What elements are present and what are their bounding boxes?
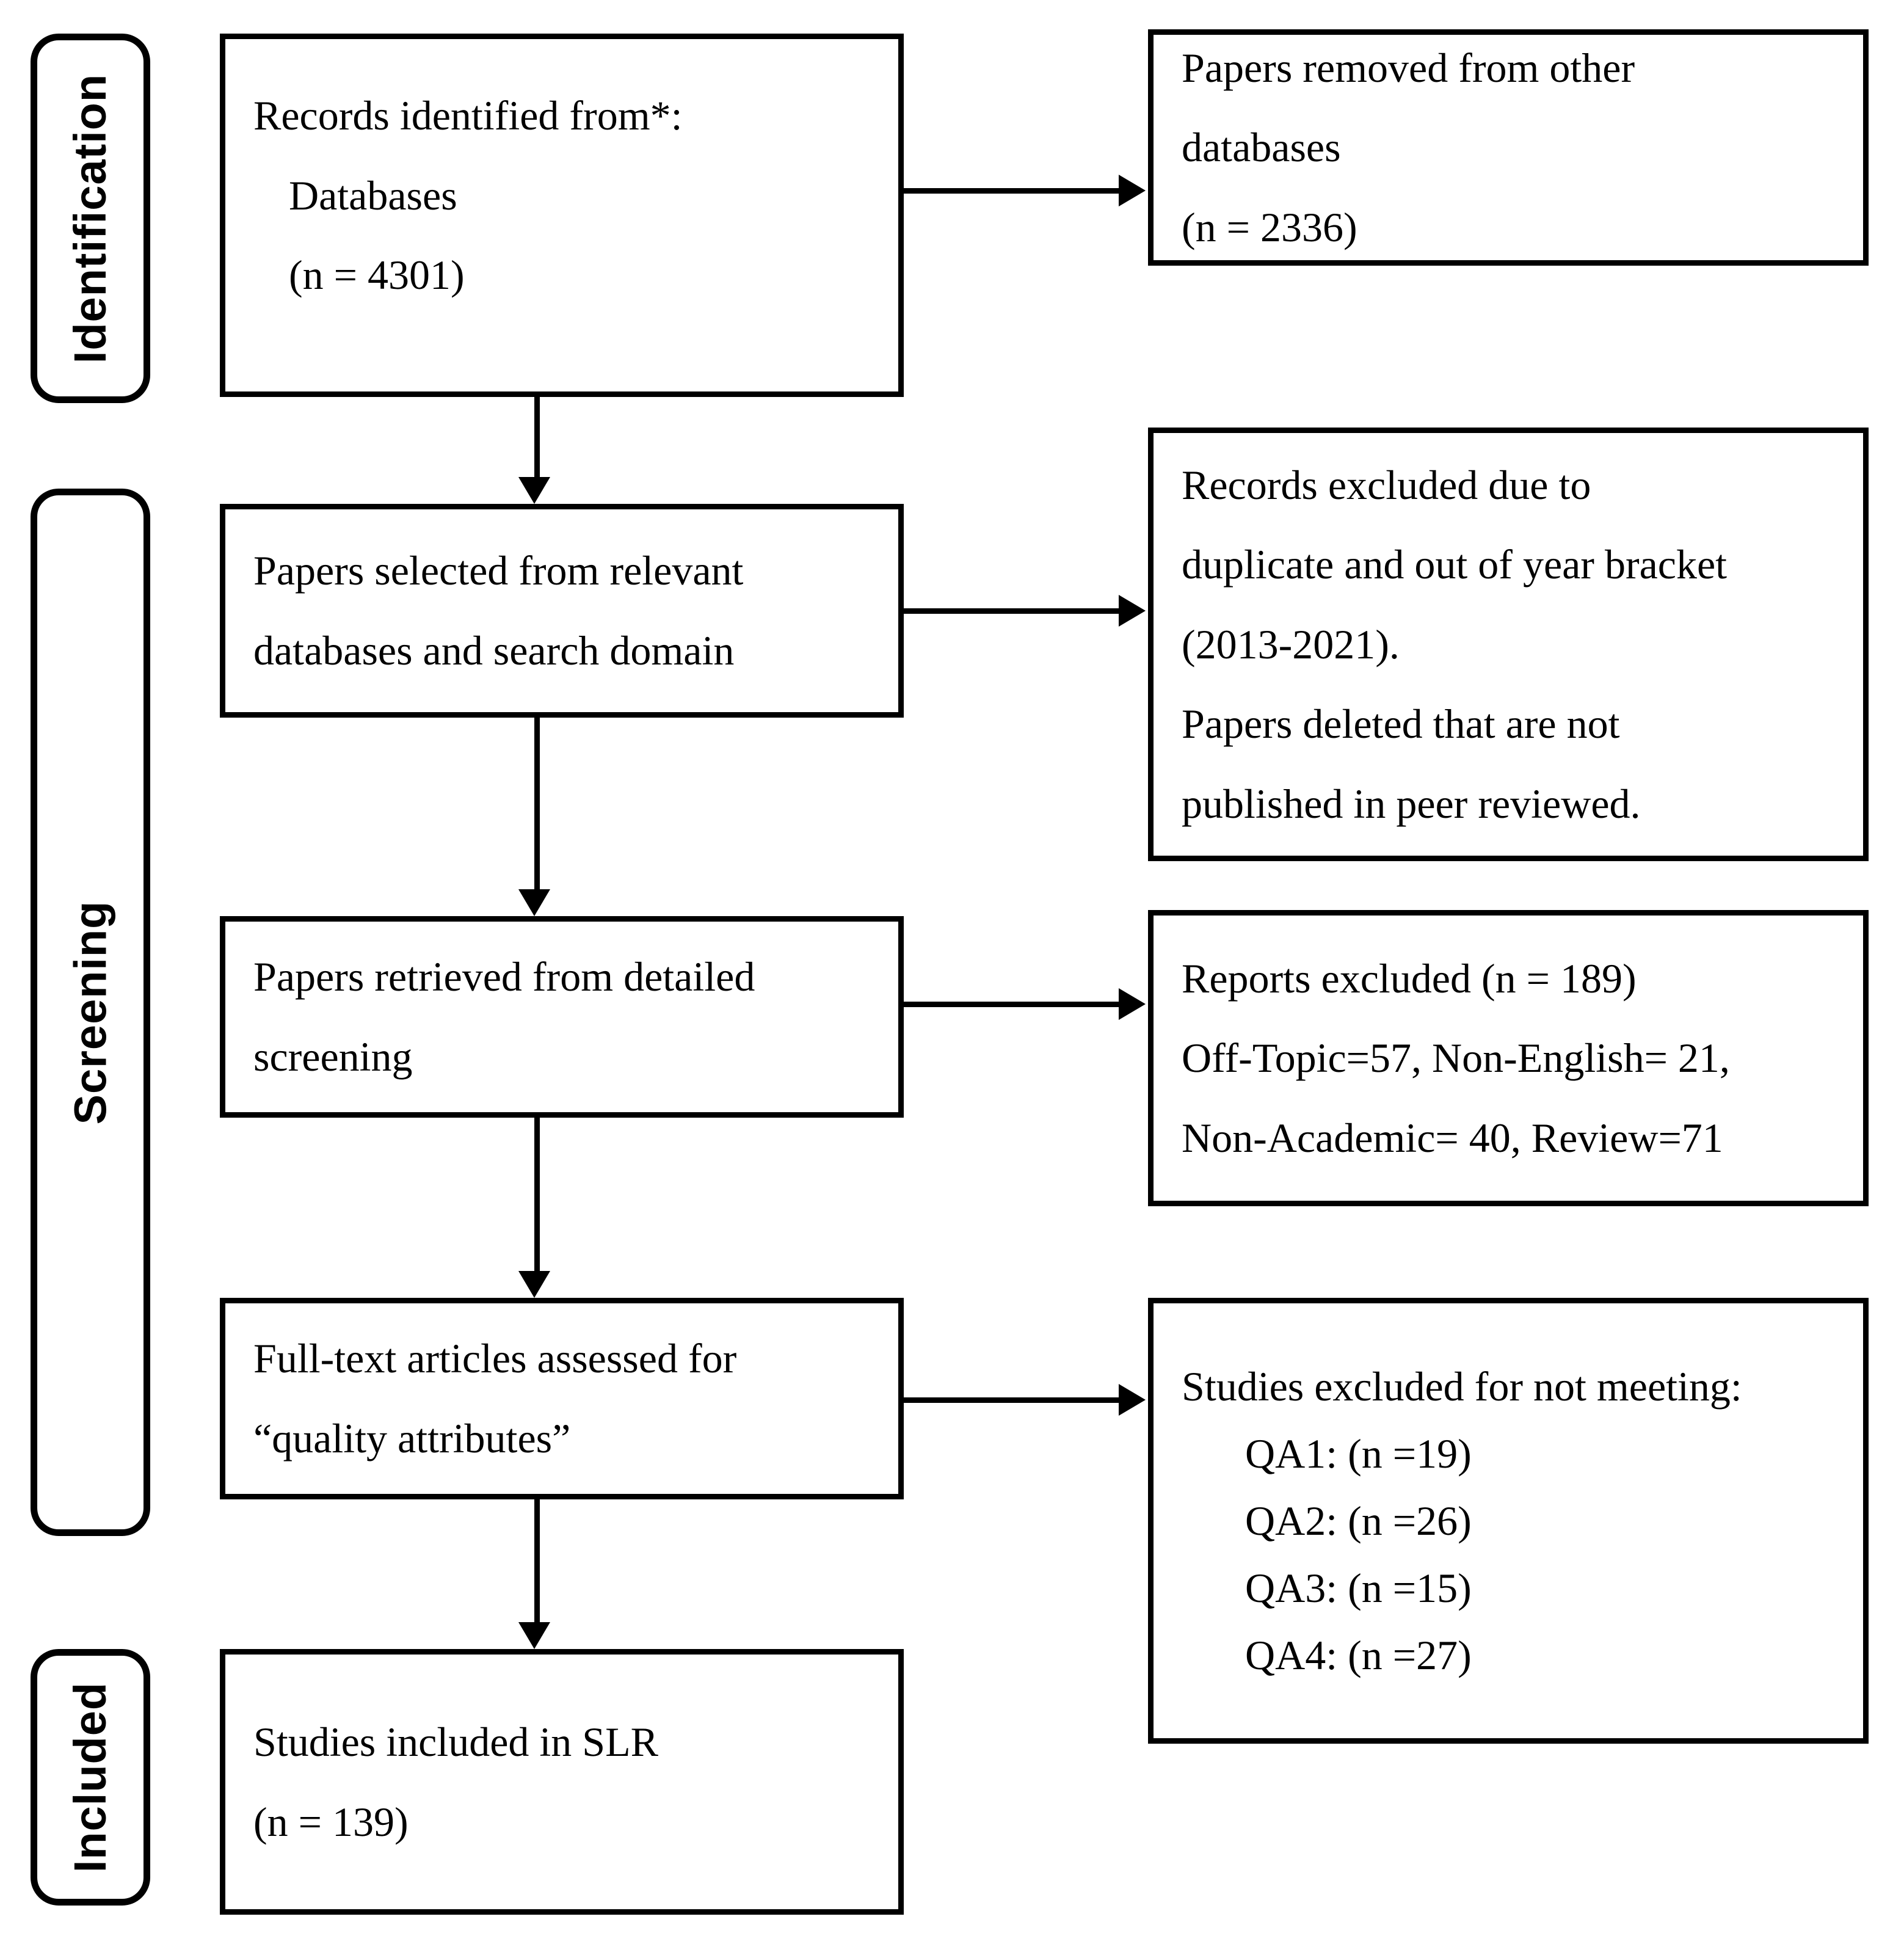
stage-label-screening: Screening <box>65 900 116 1124</box>
papers-retrieved-line-2: screening <box>253 1033 413 1080</box>
reports-excluded-line-3: Non-Academic= 40, Review=71 <box>1182 1114 1723 1161</box>
stage-label-included: Included <box>65 1681 115 1873</box>
studies-included-line-1: Studies included in SLR <box>253 1718 658 1765</box>
box-reports-excluded: Reports excluded (n = 189) Off-Topic=57,… <box>1148 910 1869 1206</box>
connector-box2-to-records-excluded <box>904 608 1121 614</box>
records-excluded-line-4: Papers deleted that are not <box>1182 701 1620 748</box>
box-studies-excluded: Studies excluded for not meeting: QA1: (… <box>1148 1298 1869 1744</box>
stage-label-identification: Identification <box>65 73 116 363</box>
records-excluded-line-2: duplicate and out of year bracket <box>1182 541 1728 588</box>
arrowhead-box1-to-papers-removed <box>1119 175 1146 206</box>
stage-pill-screening: Screening <box>31 489 150 1536</box>
stage-pill-identification: Identification <box>31 34 150 403</box>
records-identified-line-3: (n = 4301) <box>289 252 465 299</box>
arrowhead-box3-to-box4 <box>518 1271 550 1298</box>
full-text-assessed-line-1: Full-text articles assessed for <box>253 1335 737 1382</box>
arrowhead-box4-to-box5 <box>518 1622 550 1649</box>
box-records-excluded: Records excluded due to duplicate and ou… <box>1148 428 1869 861</box>
connector-box4-to-studies-excluded <box>904 1397 1121 1403</box>
records-identified-line-2: Databases <box>289 172 457 219</box>
connector-box1-to-box2 <box>534 394 540 479</box>
papers-selected-line-1: Papers selected from relevant <box>253 547 744 594</box>
studies-excluded-item-qa1: QA1: (n =19) <box>1245 1430 1472 1477</box>
arrowhead-box3-to-reports-excluded <box>1119 988 1146 1020</box>
full-text-assessed-line-2: “quality attributes” <box>253 1415 571 1462</box>
arrowhead-box2-to-box3 <box>518 889 550 916</box>
arrowhead-box2-to-records-excluded <box>1119 595 1146 627</box>
papers-removed-line-1: Papers removed from other <box>1182 44 1635 91</box>
stage-pill-included: Included <box>31 1649 150 1906</box>
arrowhead-box1-to-box2 <box>518 477 550 504</box>
box-papers-selected: Papers selected from relevant databases … <box>220 504 904 718</box>
box-records-identified: Records identified from*: Databases (n =… <box>220 34 904 397</box>
reports-excluded-line-2: Off-Topic=57, Non-English= 21, <box>1182 1035 1730 1082</box>
arrowhead-box4-to-studies-excluded <box>1119 1384 1146 1416</box>
records-excluded-line-1: Records excluded due to <box>1182 461 1591 508</box>
papers-retrieved-line-1: Papers retrieved from detailed <box>253 953 755 1000</box>
box-papers-retrieved: Papers retrieved from detailed screening <box>220 916 904 1118</box>
box-full-text-assessed: Full-text articles assessed for “quality… <box>220 1298 904 1499</box>
studies-excluded-item-qa3: QA3: (n =15) <box>1245 1565 1472 1612</box>
records-identified-line-1: Records identified from*: <box>253 92 683 139</box>
box-papers-removed: Papers removed from other databases (n =… <box>1148 29 1869 266</box>
connector-box1-to-papers-removed <box>904 188 1121 194</box>
connector-box3-to-box4 <box>534 1118 540 1273</box>
studies-excluded-heading: Studies excluded for not meeting: <box>1182 1363 1742 1410</box>
studies-excluded-item-qa4: QA4: (n =27) <box>1245 1632 1472 1679</box>
studies-excluded-item-qa2: QA2: (n =26) <box>1245 1497 1472 1544</box>
connector-box4-to-box5 <box>534 1499 540 1625</box>
box-studies-included: Studies included in SLR (n = 139) <box>220 1649 904 1915</box>
records-excluded-line-5: published in peer reviewed. <box>1182 780 1641 827</box>
papers-removed-line-3: (n = 2336) <box>1182 203 1357 250</box>
connector-box3-to-reports-excluded <box>904 1002 1121 1007</box>
reports-excluded-line-1: Reports excluded (n = 189) <box>1182 955 1637 1002</box>
studies-included-line-2: (n = 139) <box>253 1798 409 1845</box>
connector-box2-to-box3 <box>534 718 540 892</box>
records-excluded-line-3: (2013-2021). <box>1182 621 1400 668</box>
papers-selected-line-2: databases and search domain <box>253 627 735 674</box>
papers-removed-line-2: databases <box>1182 124 1341 171</box>
